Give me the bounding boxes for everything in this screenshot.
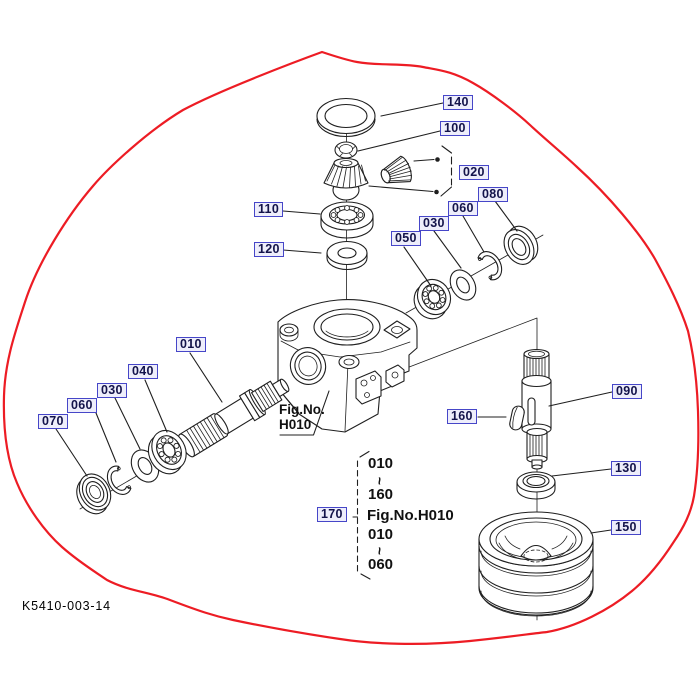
red-outline <box>2 50 700 645</box>
callout-170[interactable]: 170 <box>317 507 347 522</box>
callout-100[interactable]: 100 <box>440 121 470 136</box>
part-washer-upper <box>326 240 368 271</box>
callout-080[interactable]: 080 <box>478 187 508 202</box>
ref-list-tilde: ~ <box>372 476 389 486</box>
part-input-shaft <box>178 378 290 458</box>
part-woodruff-key <box>509 405 525 431</box>
part-cover-ring <box>316 97 376 138</box>
callout-140[interactable]: 140 <box>443 95 473 110</box>
part-vertical-shaft <box>521 348 552 470</box>
callout-070[interactable]: 070 <box>38 414 68 429</box>
callout-060-upper[interactable]: 060 <box>448 201 478 216</box>
part-snap-ring-left <box>106 465 132 495</box>
housing-fig-note-line1: Fig.No. <box>279 402 325 417</box>
part-bearing-right <box>413 278 452 320</box>
callout-120[interactable]: 120 <box>254 242 284 257</box>
part-bevel-gear-b <box>380 155 412 184</box>
part-bearing-left <box>147 429 187 475</box>
part-pulley <box>478 511 594 617</box>
callout-040[interactable]: 040 <box>128 364 158 379</box>
callout-060-left[interactable]: 060 <box>67 398 97 413</box>
callout-110[interactable]: 110 <box>254 202 284 217</box>
ref-list-item: 010 <box>368 455 394 472</box>
ref-list-item: 010 <box>368 526 394 543</box>
ref-list-item: 160 <box>368 486 394 503</box>
callout-150[interactable]: 150 <box>611 520 641 535</box>
part-snap-ring-right <box>477 251 503 281</box>
part-washer-right <box>449 269 477 301</box>
ref-list-fig-no: Fig.No.H010 <box>367 507 454 524</box>
callout-010[interactable]: 010 <box>176 337 206 352</box>
callout-160[interactable]: 160 <box>447 409 477 424</box>
part-bevel-gear-a <box>323 157 369 201</box>
callout-020[interactable]: 020 <box>459 165 489 180</box>
callout-030-upper[interactable]: 030 <box>419 216 449 231</box>
housing-fig-note-line2: H010 <box>279 417 312 432</box>
housing-fig-note: Fig.No. H010 <box>279 402 325 432</box>
part-seal-left <box>76 473 112 515</box>
part-seal-right <box>503 225 539 265</box>
drawing-code: K5410-003-14 <box>22 599 111 613</box>
gear-case <box>277 299 418 433</box>
callout-030-left[interactable]: 030 <box>97 383 127 398</box>
leader-lines <box>55 102 613 580</box>
callout-090[interactable]: 090 <box>612 384 642 399</box>
ref-list-item: 060 <box>368 556 394 573</box>
callout-130[interactable]: 130 <box>611 461 641 476</box>
part-oil-seal-lower <box>516 471 556 500</box>
part-bearing-upper <box>320 201 374 239</box>
ref-list-tilde: ~ <box>372 546 389 556</box>
callout-050[interactable]: 050 <box>391 231 421 246</box>
part-slotted-nut <box>334 141 358 159</box>
